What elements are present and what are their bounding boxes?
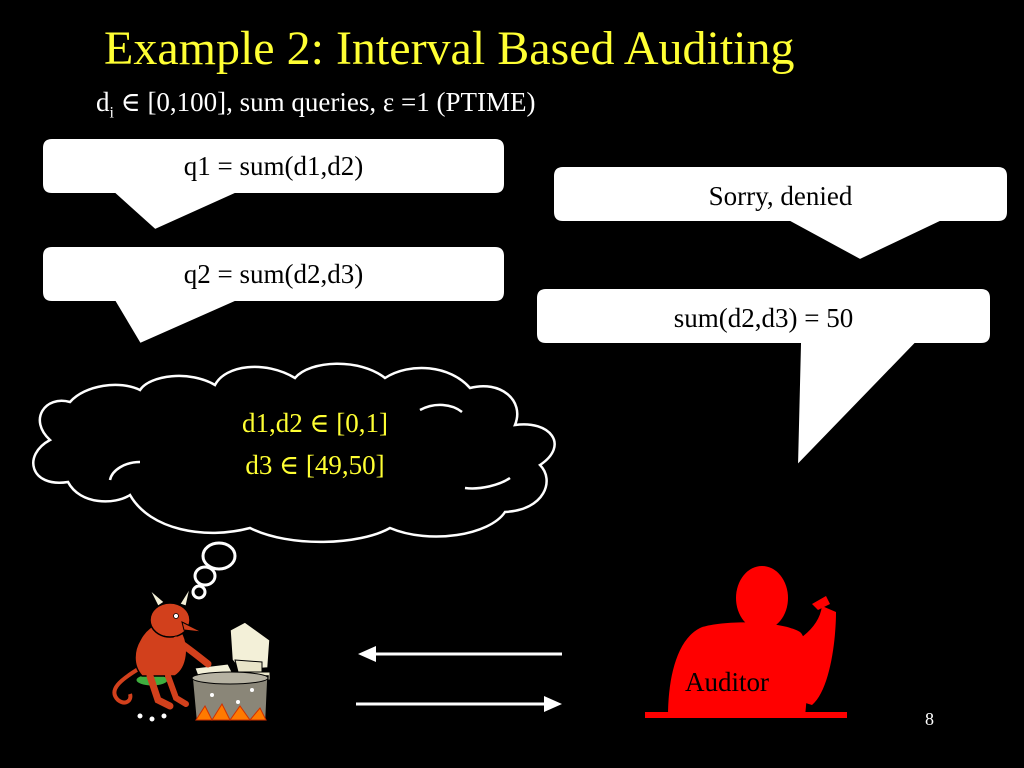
subtitle-prefix: d	[96, 87, 110, 117]
thought-cloud	[32, 362, 556, 544]
subtitle-rest: ∈ [0,100], sum queries, ε =1 (PTIME)	[113, 87, 536, 117]
query-bubble-1	[41, 137, 506, 232]
response-bubble-2	[535, 287, 992, 469]
arrow-left-icon	[358, 646, 562, 662]
response-2-text: sum(d2,d3) = 50	[673, 303, 854, 333]
auditor-silhouette-icon	[645, 566, 847, 718]
query-bubble-2	[41, 245, 506, 346]
page-number: 8	[925, 709, 934, 729]
response-bubble-1	[552, 165, 1009, 262]
slide-title: Example 2: Interval Based Auditing	[104, 22, 795, 75]
query-2-text: q2 = sum(d2,d3)	[183, 259, 364, 289]
response-1-text: Sorry, denied	[708, 181, 853, 211]
arrow-right-icon	[356, 696, 562, 712]
cloud-line-1: d1,d2 ∈ [0,1]	[242, 408, 388, 438]
devil-at-computer-icon	[112, 587, 271, 723]
query-1-text: q1 = sum(d1,d2)	[183, 151, 364, 181]
slide-subtitle: di ∈ [0,100], sum queries, ε =1 (PTIME)	[96, 84, 535, 131]
cloud-line-2: d3 ∈ [49,50]	[245, 450, 385, 480]
subtitle-subscript: i	[109, 104, 114, 122]
thought-bubbles	[191, 541, 237, 600]
auditor-label: Auditor	[685, 667, 769, 697]
